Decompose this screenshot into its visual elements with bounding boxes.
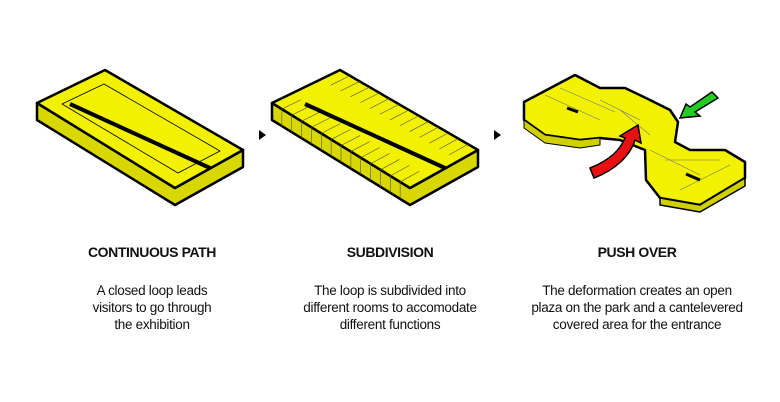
room-divider (439, 138, 459, 150)
room-divider (370, 153, 390, 164)
room-divider (360, 92, 380, 103)
desc-line: The loop is subdivided into (314, 283, 466, 298)
step-description: The loop is subdivided into different ro… (265, 282, 515, 333)
continuous-path-volume (35, 68, 245, 207)
room-divider (399, 171, 420, 183)
room-divider (281, 99, 302, 110)
subdivision-volume (270, 68, 480, 207)
room-divider (350, 141, 371, 152)
room-divider (330, 75, 350, 86)
room-divider (429, 132, 449, 144)
room-divider (419, 126, 439, 138)
room-divider (399, 115, 419, 127)
desc-line: different rooms to accomodate (303, 300, 477, 315)
step-description: A closed loop leads visitors to go throu… (27, 282, 277, 333)
room-divider (409, 121, 429, 132)
room-divider (311, 117, 331, 128)
green-plaza-arrow-icon (678, 91, 720, 119)
room-divider (340, 135, 361, 146)
desc-line: different functions (339, 317, 441, 332)
room-divider (301, 111, 321, 122)
desc-line: covered area for the entrance (552, 317, 722, 332)
red-entrance-arrow-icon (589, 123, 642, 179)
room-divider (389, 109, 410, 121)
room-divider (360, 147, 380, 158)
room-divider (350, 86, 370, 97)
desc-line: the exhibition (114, 317, 190, 332)
step-push-over: PUSH OVER The deformation creates an ope… (497, 244, 777, 333)
desc-line: visitors to go through (92, 300, 212, 315)
step-title: SUBDIVISION (346, 244, 434, 260)
room-divider (379, 104, 400, 115)
step-arrow-icon (494, 130, 501, 140)
desc-line: plaza on the park and a cantelevered (531, 300, 743, 315)
desc-line: A closed loop leads (96, 283, 208, 298)
step-title: CONTINUOUS PATH (87, 244, 217, 260)
desc-line: The deformation creates an open (542, 283, 732, 298)
step-subdivision: SUBDIVISION The loop is subdivided into … (265, 244, 515, 333)
room-divider (380, 159, 400, 171)
step-continuous-path: CONTINUOUS PATH A closed loop leads visi… (27, 244, 277, 333)
step-arrow-icon (259, 130, 266, 140)
room-divider (390, 165, 410, 177)
room-divider (340, 81, 360, 92)
step-title: PUSH OVER (597, 244, 677, 260)
room-divider (448, 144, 469, 156)
room-divider (370, 98, 390, 109)
room-divider (331, 129, 351, 140)
room-divider (321, 123, 341, 134)
step-description: The deformation creates an open plaza on… (497, 282, 777, 333)
